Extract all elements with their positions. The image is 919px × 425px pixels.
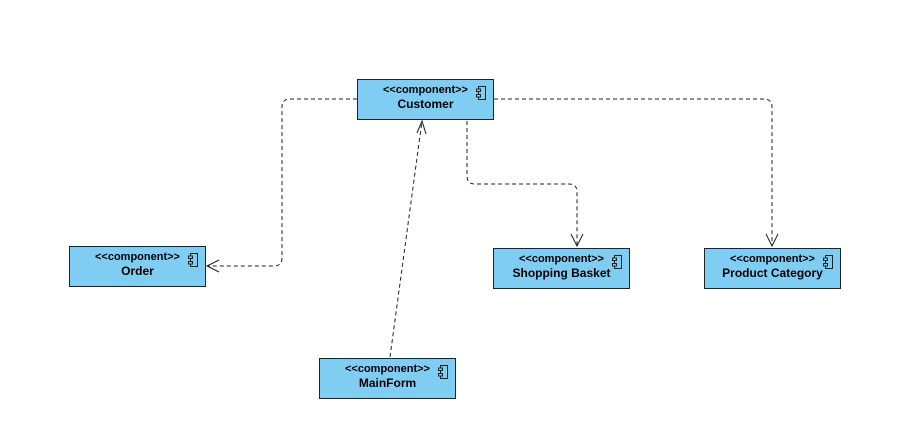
component-name: Shopping Basket bbox=[512, 266, 611, 280]
component-customer[interactable]: <<component>> Customer bbox=[357, 79, 494, 120]
component-mainform[interactable]: <<component>> MainForm bbox=[319, 358, 456, 399]
component-stereotype: <<component>> bbox=[519, 253, 604, 265]
component-shopping-basket[interactable]: <<component>> Shopping Basket bbox=[493, 248, 630, 289]
dependency-customer-to-shopping-basket bbox=[466, 121, 578, 246]
component-icon bbox=[188, 253, 198, 267]
component-stereotype: <<component>> bbox=[730, 253, 815, 265]
arrowhead-customer bbox=[416, 119, 427, 135]
component-icon bbox=[823, 255, 833, 269]
component-name: Product Category bbox=[722, 266, 823, 280]
component-icon bbox=[438, 365, 448, 379]
component-stereotype: <<component>> bbox=[95, 251, 180, 263]
arrowhead-order bbox=[205, 259, 220, 273]
dependency-mainform-to-customer bbox=[389, 120, 423, 358]
component-order[interactable]: <<component>> Order bbox=[69, 246, 206, 287]
arrowhead-shopping-basket bbox=[570, 233, 584, 248]
component-product-category[interactable]: <<component>> Product Category bbox=[704, 248, 841, 289]
component-stereotype: <<component>> bbox=[383, 84, 468, 96]
component-name: Customer bbox=[397, 97, 454, 111]
dependency-customer-to-product-category bbox=[494, 98, 773, 246]
component-icon bbox=[612, 255, 622, 269]
arrowhead-product-category bbox=[765, 233, 779, 248]
component-icon bbox=[476, 86, 486, 100]
component-name: MainForm bbox=[358, 376, 417, 390]
dependency-customer-to-order bbox=[207, 98, 357, 267]
component-name: Order bbox=[121, 264, 154, 278]
component-stereotype: <<component>> bbox=[345, 363, 430, 375]
